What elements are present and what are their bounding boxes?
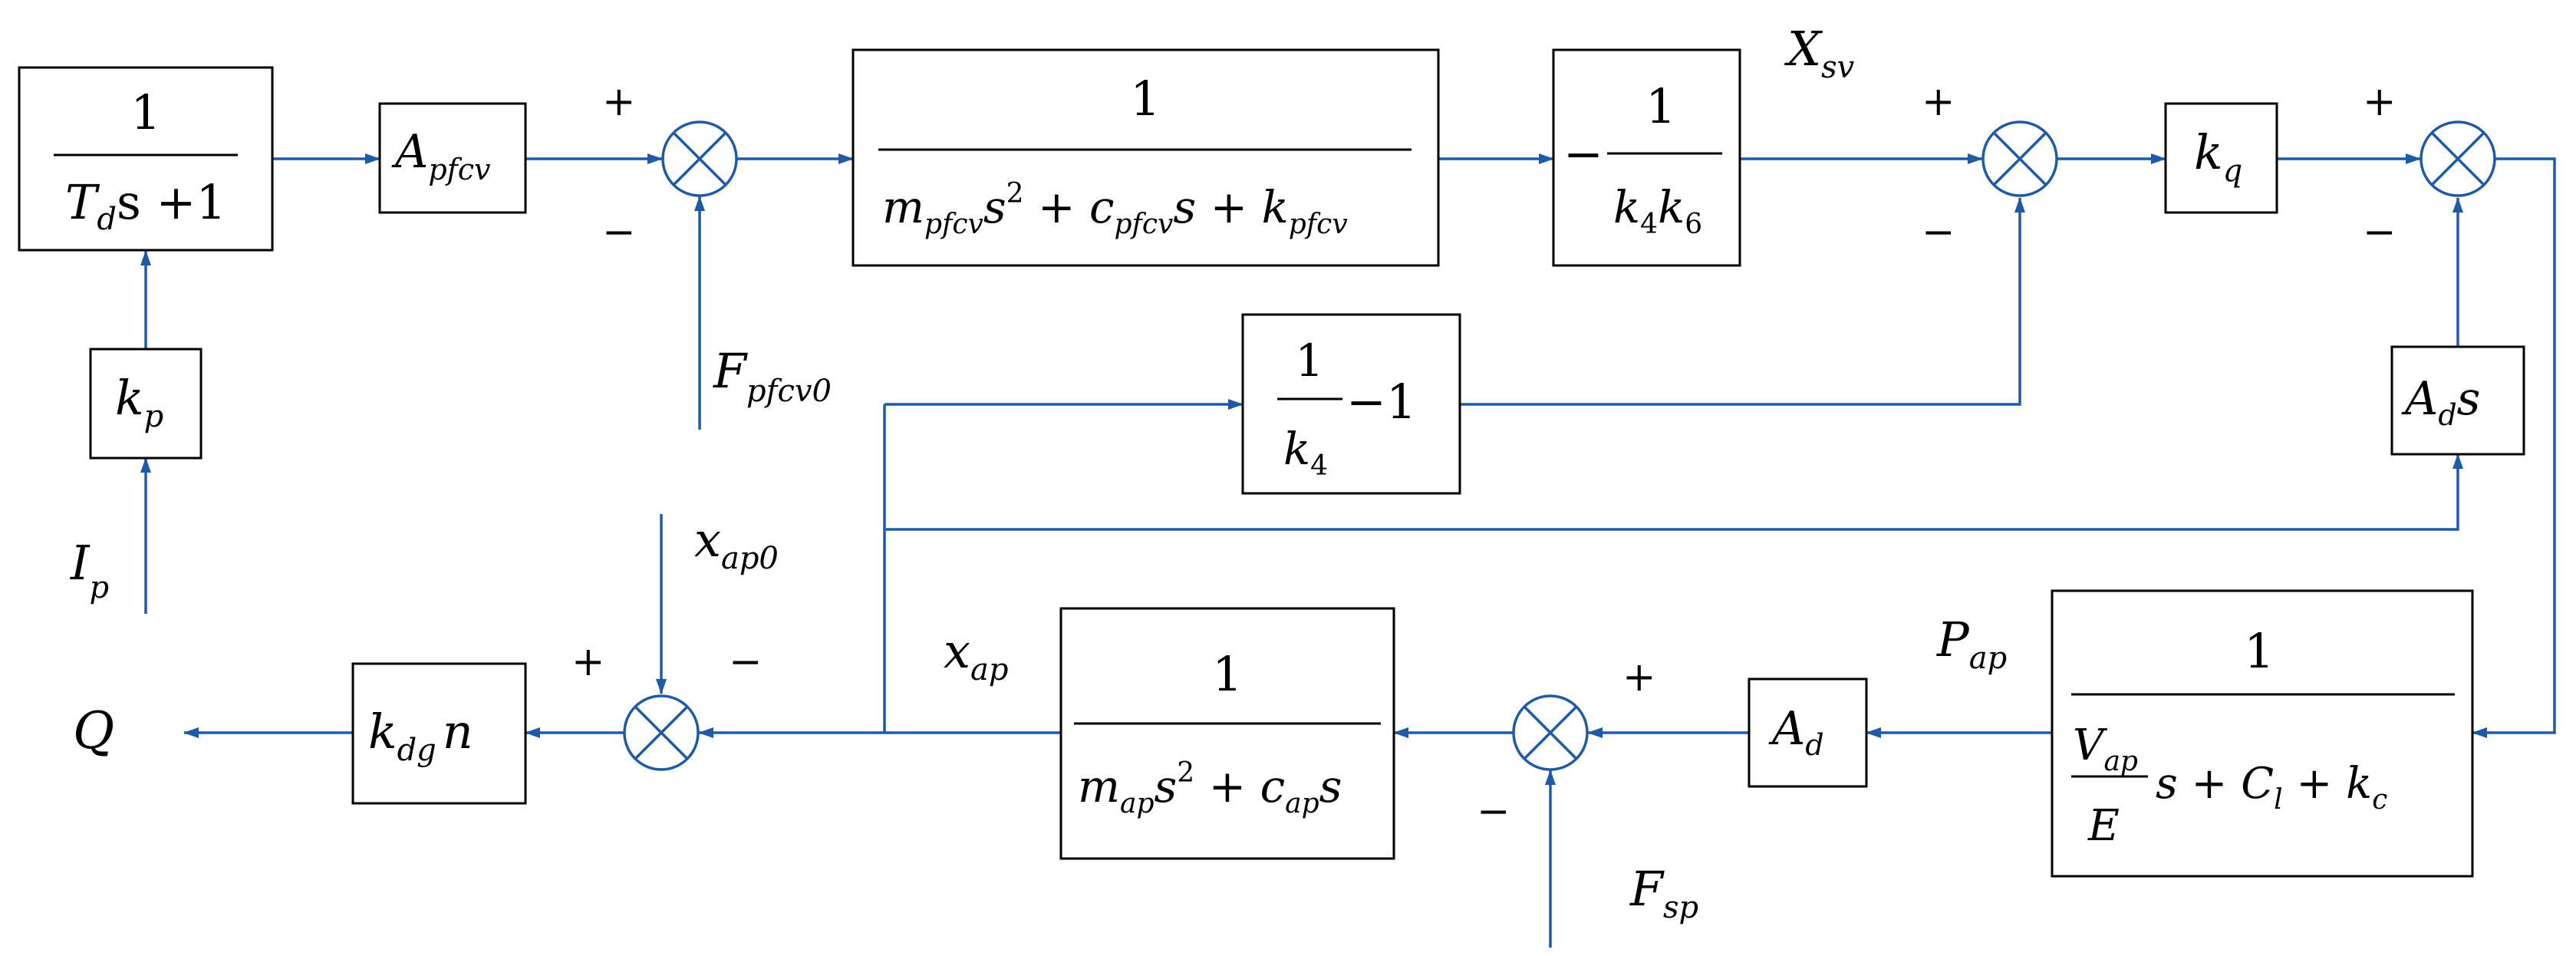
sum-junction-1 xyxy=(661,120,738,197)
label-xap0: xap0 xyxy=(694,512,779,576)
label-q: Q xyxy=(73,701,114,760)
svg-text:−: − xyxy=(1563,126,1603,182)
sum-junction-2 xyxy=(1981,120,2058,197)
svg-text:1: 1 xyxy=(1130,71,1160,127)
block-ads: Ads xyxy=(2390,345,2525,456)
sum-junction-5 xyxy=(623,694,700,771)
label-xap: xap xyxy=(944,623,1008,687)
sign-s2-minus: − xyxy=(1922,209,1955,255)
label-fsp: Fsp xyxy=(1629,861,1698,925)
svg-text:Vap: Vap xyxy=(2073,720,2138,777)
label-xsv: Xsv xyxy=(1784,21,1855,85)
block-kp: kp xyxy=(89,348,203,460)
sign-s5-plus: + xyxy=(572,639,605,685)
svg-text:k4k6: k4k6 xyxy=(1613,181,1702,240)
svg-text:kq: kq xyxy=(2194,124,2242,189)
svg-text:Tds +1: Tds +1 xyxy=(65,174,226,237)
svg-text:Ads: Ads xyxy=(2401,372,2480,432)
svg-text:maps2 + caps: maps2 + caps xyxy=(1078,757,1342,819)
wire-sum3-vap xyxy=(2472,157,2556,738)
svg-text:Apfcv: Apfcv xyxy=(391,125,491,186)
svg-text:E: E xyxy=(2087,801,2120,851)
label-pap: Pap xyxy=(1936,612,2007,676)
svg-text:k4: k4 xyxy=(1283,423,1328,482)
block-ad: Ad xyxy=(1748,677,1868,788)
block-pfcv-dynamics: 1 mpfcvs2 + cpfcvs + kpfcv xyxy=(852,48,1440,267)
sign-s4-minus: − xyxy=(1477,789,1510,835)
sign-s1-minus: − xyxy=(602,209,636,255)
svg-text:s + Cl + kc: s + Cl + kc xyxy=(2156,759,2387,816)
svg-text:1: 1 xyxy=(1212,646,1242,702)
svg-text:Ad: Ad xyxy=(1768,702,1824,762)
block-kq: kq xyxy=(2164,102,2278,214)
svg-text:1: 1 xyxy=(1296,335,1324,387)
sign-s1-plus: + xyxy=(602,79,636,125)
block-k4inv: 1 k4 −1 xyxy=(1241,313,1461,495)
label-ip: Ip xyxy=(70,535,109,605)
svg-text:1: 1 xyxy=(130,84,160,140)
wire-trunk-ads xyxy=(884,453,2463,531)
sign-s3-minus: − xyxy=(2363,209,2396,255)
svg-text:kp: kp xyxy=(115,370,163,434)
block-ap-dynamics: 1 maps2 + caps xyxy=(1059,607,1395,860)
sum-junction-4 xyxy=(1512,694,1589,771)
label-fpfcv0: Fpfcv0 xyxy=(713,343,832,409)
sign-s2-plus: + xyxy=(1922,79,1955,125)
block-lag: 1 Tds +1 xyxy=(18,66,274,252)
sum-junction-3 xyxy=(2420,120,2496,197)
block-vap: 1 Vap E s + Cl + kc xyxy=(2051,589,2474,878)
svg-text:1: 1 xyxy=(1645,78,1675,134)
svg-text:1: 1 xyxy=(2244,623,2274,679)
sign-s5-minus: − xyxy=(729,639,763,685)
sign-s3-plus: + xyxy=(2363,79,2396,125)
wire-k4inv-sum2 xyxy=(1460,197,2025,406)
svg-text:mpfcvs2 + cpfcvs + kpfcv: mpfcvs2 + cpfcvs + kpfcv xyxy=(882,178,1348,240)
sign-s4-plus: + xyxy=(1622,654,1656,701)
block-apfcv: Apfcv xyxy=(378,102,527,214)
svg-text:−1: −1 xyxy=(1346,374,1416,430)
block-k4k6: − 1 k4k6 xyxy=(1552,48,1741,267)
